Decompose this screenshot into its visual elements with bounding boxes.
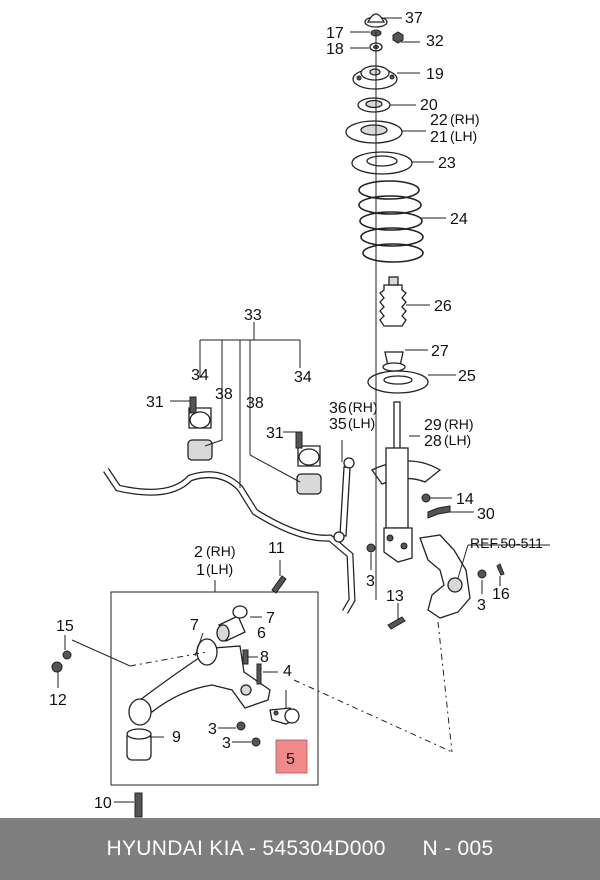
- stabilizer-bracket-right: [297, 445, 321, 467]
- callout-18: 18: [326, 41, 344, 58]
- callout-3-knuckle: 3: [477, 597, 486, 614]
- strut-bearing: [357, 97, 391, 113]
- suspension-exploded-diagram: 37 17 32 18 19 20 22 (RH) 21 (LH) 23 24 …: [49, 10, 550, 818]
- bump-stop: [382, 351, 406, 372]
- knuckle-nut: [477, 569, 487, 579]
- callout-3-arm-b: 3: [222, 735, 231, 752]
- strut-mount: [352, 65, 398, 90]
- highlight-box: [275, 739, 308, 774]
- callout-1-side: (LH): [206, 561, 233, 577]
- spring-lower-pad: [367, 370, 429, 394]
- callout-1: 1: [196, 562, 205, 579]
- ball-joint: [269, 707, 300, 725]
- callout-7-front: 7: [266, 610, 275, 627]
- callout-11: 11: [268, 540, 285, 557]
- steering-knuckle: [419, 534, 471, 619]
- callout-34-left: 34: [191, 367, 209, 384]
- callout-2-side: (RH): [206, 543, 236, 559]
- dust-boot: [379, 276, 407, 327]
- callout-7-arm: 7: [190, 617, 199, 634]
- callout-27: 27: [431, 343, 449, 360]
- callout-16: 16: [492, 586, 510, 603]
- callout-22-side: (RH): [450, 111, 480, 127]
- callout-ref: REF.50-511: [470, 535, 543, 551]
- callout-14: 14: [456, 491, 474, 508]
- callout-10: 10: [94, 795, 112, 812]
- callout-31-right: 31: [266, 425, 284, 442]
- callout-20: 20: [420, 97, 438, 114]
- callout-31-left: 31: [146, 394, 164, 411]
- callout-35-side: (LH): [348, 415, 375, 431]
- callout-28: 28: [424, 433, 442, 450]
- callout-24: 24: [450, 211, 468, 228]
- callout-17: 17: [326, 25, 344, 42]
- callout-9: 9: [172, 729, 181, 746]
- callout-36-side: (RH): [348, 399, 378, 415]
- callout-labels: 37 17 32 18 19 20 22 (RH) 21 (LH) 23 24 …: [49, 10, 543, 812]
- callout-38-left: 38: [215, 386, 233, 403]
- callout-2: 2: [194, 544, 203, 561]
- front-bushing: [216, 615, 246, 642]
- callout-8: 8: [260, 649, 269, 666]
- mount-nut: [392, 31, 404, 44]
- arm-bolt-11: [271, 575, 287, 594]
- strut-assembly: [371, 401, 451, 563]
- stabilizer-bushing-right: [296, 473, 322, 495]
- callout-12: 12: [49, 692, 67, 709]
- strut-cap: [364, 13, 388, 28]
- callout-30: 30: [477, 506, 495, 523]
- part-number-footer: HYUNDAI KIA - 545304D000 N - 005: [0, 818, 600, 880]
- callout-36: 36: [329, 400, 347, 417]
- arm-bolt-10: [134, 792, 143, 818]
- bushing-washer: [232, 605, 248, 619]
- callout-29: 29: [424, 417, 442, 434]
- arm-nut-b: [251, 737, 261, 747]
- coil-spring: [358, 180, 424, 263]
- callout-21-side: (LH): [450, 128, 477, 144]
- arm-bolt-8: [242, 649, 249, 665]
- leader-lines: [57, 17, 550, 803]
- callout-33: 33: [244, 307, 262, 324]
- spring-pad: [351, 151, 413, 175]
- callout-5: 5: [286, 751, 295, 768]
- stabilizer-bar: [103, 468, 356, 614]
- reference-lines: [71, 621, 453, 753]
- callout-35: 35: [329, 416, 347, 433]
- sub-washer-15: [62, 650, 72, 660]
- link-nut: [366, 543, 376, 553]
- callout-19: 19: [426, 66, 444, 83]
- footer-text: HYUNDAI KIA - 545304D000 N - 005: [106, 837, 494, 860]
- stabilizer-link: [333, 457, 355, 543]
- arm-bolt-4: [256, 663, 262, 685]
- callout-25: 25: [458, 368, 476, 385]
- arm-nut-a: [236, 721, 246, 731]
- stabilizer-bushing-left: [187, 439, 213, 461]
- callout-15: 15: [56, 618, 74, 635]
- callout-28-side: (LH): [444, 432, 471, 448]
- cotter-pin: [496, 563, 505, 576]
- callout-37: 37: [405, 10, 423, 27]
- rear-bushing: [126, 728, 152, 761]
- callout-29-side: (RH): [444, 416, 474, 432]
- callout-38-right: 38: [246, 395, 264, 412]
- bracket-bolt-left: [189, 396, 197, 414]
- bracket-bolt-right: [295, 431, 303, 449]
- callout-26: 26: [434, 298, 452, 315]
- callout-21: 21: [430, 129, 448, 146]
- sub-nut-12: [51, 661, 63, 673]
- callout-6: 6: [257, 625, 266, 642]
- callout-34-right: 34: [294, 369, 312, 386]
- callout-3-arm-a: 3: [208, 721, 217, 738]
- callout-22: 22: [430, 112, 448, 129]
- knuckle-bolt: [387, 616, 406, 630]
- callout-13: 13: [386, 588, 404, 605]
- spring-upper-seat: [345, 120, 403, 144]
- callout-4: 4: [283, 663, 292, 680]
- callout-32: 32: [426, 33, 444, 50]
- callout-3-link: 3: [366, 573, 375, 590]
- callout-23: 23: [438, 155, 456, 172]
- lower-control-arm: [128, 638, 271, 726]
